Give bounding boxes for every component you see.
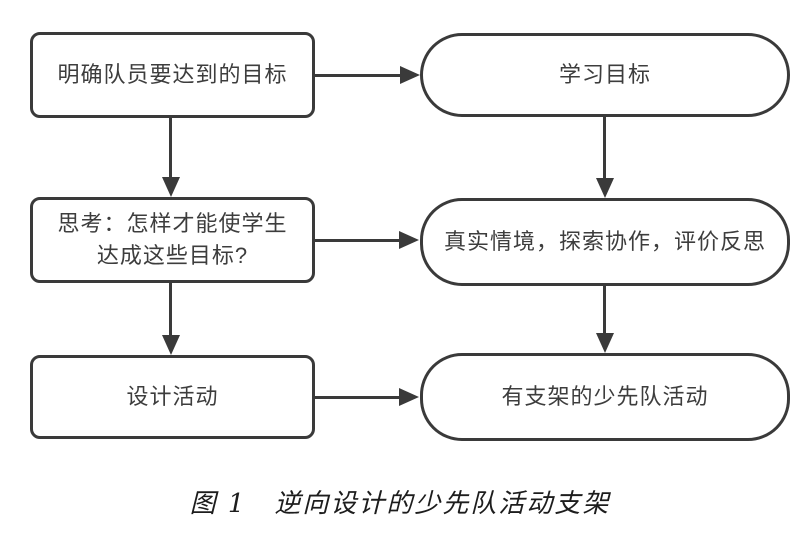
arrow-down-icon <box>162 177 180 197</box>
arrow-right-icon <box>400 66 420 84</box>
arrow-design-to-scaffolded-stem <box>315 396 401 399</box>
box-think-how-label-line1: 思考：怎样才能使学生 <box>57 211 288 237</box>
arrow-goals-to-situations-stem <box>603 117 606 180</box>
box-think-how: 思考：怎样才能使学生 达成这些目标? <box>30 197 315 283</box>
arrow-right-icon <box>399 231 419 249</box>
box-scaffolded-activity: 有支架的少先队活动 <box>420 353 790 441</box>
box-think-how-label-line2: 达成这些目标? <box>96 243 249 268</box>
box-clarify-goals: 明确队员要达到的目标 <box>30 32 315 118</box>
box-design-activity: 设计活动 <box>30 355 315 439</box>
arrow-clarify-to-goals-stem <box>315 74 402 77</box>
box-situations-reflection-label: 真实情境，探索协作，评价反思 <box>443 229 766 255</box>
arrow-down-icon <box>596 333 614 353</box>
arrow-situations-to-scaffolded-stem <box>603 286 606 335</box>
box-scaffolded-activity-label: 有支架的少先队活动 <box>501 384 709 410</box>
arrow-think-to-situations-stem <box>315 239 401 242</box>
box-learning-goals-label: 学习目标 <box>558 62 651 88</box>
box-design-activity-label: 设计活动 <box>126 384 219 410</box>
arrow-think-to-design-stem <box>169 283 172 337</box>
box-learning-goals: 学习目标 <box>420 33 790 117</box>
figure-caption: 图 1 逆向设计的少先队活动支架 <box>189 489 611 519</box>
arrow-clarify-to-think-stem <box>169 118 172 179</box>
box-clarify-goals-label: 明确队员要达到的目标 <box>57 62 288 88</box>
arrow-right-icon <box>399 388 419 406</box>
box-situations-reflection: 真实情境，探索协作，评价反思 <box>420 198 790 286</box>
arrow-down-icon <box>162 335 180 355</box>
arrow-down-icon <box>596 178 614 198</box>
